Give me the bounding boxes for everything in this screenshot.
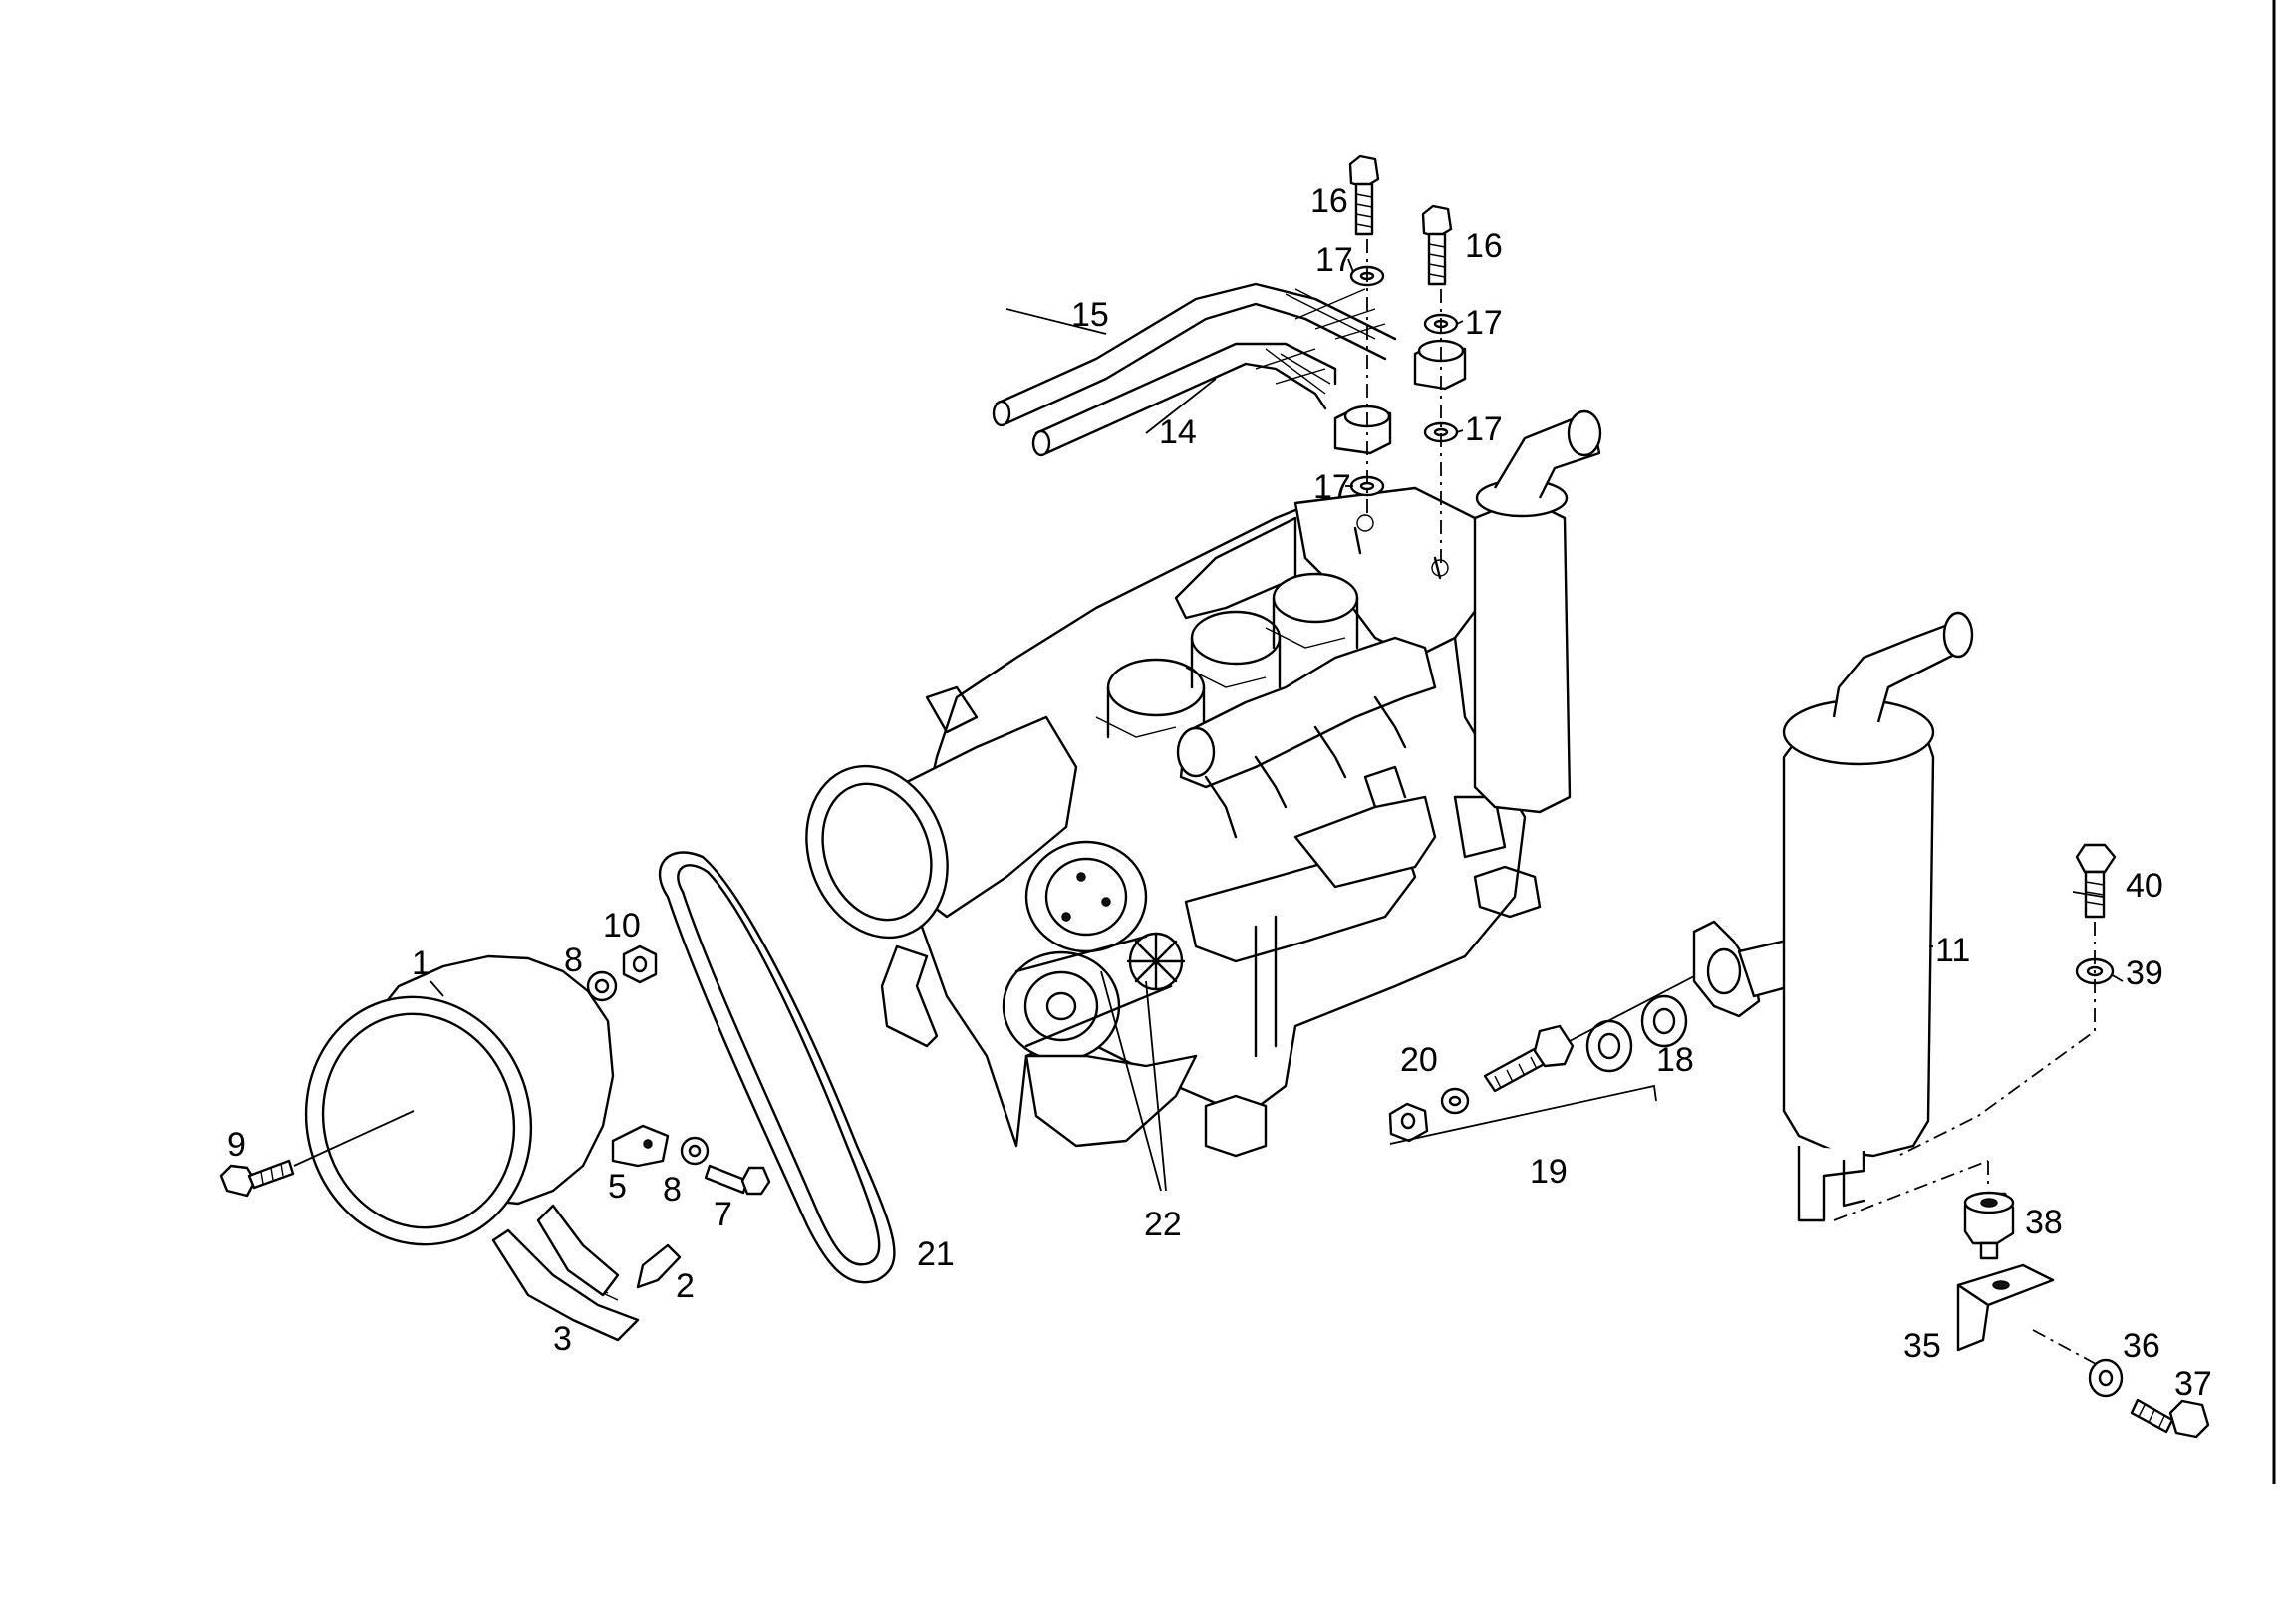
- callout-8b: 8: [663, 1171, 682, 1209]
- fan-pulley: [1014, 932, 1186, 1048]
- callout-7: 7: [714, 1196, 732, 1233]
- air-intake-elbow: [805, 715, 1078, 940]
- callout-20: 20: [1400, 1041, 1438, 1079]
- callout-1: 1: [412, 944, 430, 982]
- gasket-18: [1640, 994, 1688, 1048]
- clamp-strap-3: [491, 1204, 640, 1342]
- callout-40: 40: [2126, 867, 2163, 905]
- alternator: [1024, 840, 1148, 953]
- callout-3: 3: [553, 1320, 572, 1358]
- callout-18: 18: [1656, 1041, 1694, 1079]
- starter-and-pump: [1184, 765, 1437, 963]
- bracket-35: [1956, 1263, 2055, 1352]
- oil-line-14: [1031, 342, 1337, 457]
- callout-19: 19: [1530, 1153, 1568, 1191]
- oil-line-15: [992, 282, 1397, 427]
- callout-39: 39: [2126, 954, 2163, 992]
- callout-17a: 17: [1315, 241, 1353, 279]
- callout-labels: 1 2 3 5 7 8 8 9 10 11 14 15 16 16 17 17 …: [227, 182, 2212, 1403]
- mount-axis-lower: [1833, 1160, 1989, 1221]
- banjo-bolt-16-left: [1348, 154, 1380, 236]
- banjo-bolt-16-right: [1421, 204, 1453, 286]
- washer-20: [1440, 1087, 1470, 1115]
- bolt-9: [219, 1159, 295, 1198]
- callout-22: 22: [1144, 1206, 1182, 1243]
- callout-2: 2: [676, 1267, 695, 1305]
- banjo-fitting-right: [1413, 339, 1467, 391]
- bolt-40: [2075, 843, 2117, 919]
- mount-axis-upper: [1897, 922, 2096, 1157]
- callout-11: 11: [1935, 932, 1970, 969]
- callout-17b: 17: [1465, 304, 1503, 342]
- crank-pulley: [1002, 950, 1121, 1062]
- air-filter-housing-1: [304, 954, 615, 1246]
- callout-16b: 16: [1465, 227, 1503, 265]
- callout-8a: 8: [564, 942, 583, 979]
- bracket-19: [1389, 1084, 1657, 1145]
- callout-17c: 17: [1465, 410, 1503, 448]
- callout-10: 10: [603, 907, 641, 944]
- mount-axis-side: [2032, 1329, 2099, 1366]
- callout-38: 38: [2025, 1204, 2063, 1241]
- flange-axis: [1569, 975, 1695, 1042]
- engine-block: [805, 486, 1542, 1158]
- nut-10: [622, 944, 658, 984]
- leader-lines: [430, 258, 2124, 1192]
- callout-17d: 17: [1313, 468, 1351, 506]
- callout-35: 35: [1903, 1327, 1941, 1365]
- banjo-fitting-left: [1333, 404, 1392, 455]
- bolt-9-axis: [293, 1110, 415, 1167]
- exhaust-manifold: [1176, 636, 1437, 839]
- callout-14: 14: [1159, 413, 1197, 451]
- clip-5: [611, 1124, 670, 1168]
- callout-37: 37: [2174, 1365, 2212, 1403]
- callout-15: 15: [1071, 296, 1109, 334]
- bolt-7: [704, 1164, 771, 1196]
- rubber-mount-38: [1963, 1191, 2015, 1260]
- washer-8-lower: [680, 1136, 710, 1166]
- callout-36: 36: [2123, 1327, 2160, 1365]
- nut-19: [1388, 1102, 1429, 1143]
- callout-16a: 16: [1310, 182, 1348, 220]
- callout-5: 5: [608, 1168, 627, 1206]
- clamp-piece-2: [636, 1243, 682, 1289]
- stud-19: [1483, 1024, 1575, 1093]
- v-belt-21: [658, 851, 896, 1284]
- washer-19: [1585, 1019, 1633, 1073]
- washer-8-upper: [586, 970, 618, 1002]
- callout-9: 9: [227, 1126, 246, 1164]
- washer-36: [2088, 1358, 2124, 1398]
- engine-exhaust-stack: [1473, 409, 1602, 814]
- muffler-11: [1782, 611, 1974, 1222]
- bolt-37: [2130, 1398, 2210, 1439]
- callout-21: 21: [917, 1235, 955, 1273]
